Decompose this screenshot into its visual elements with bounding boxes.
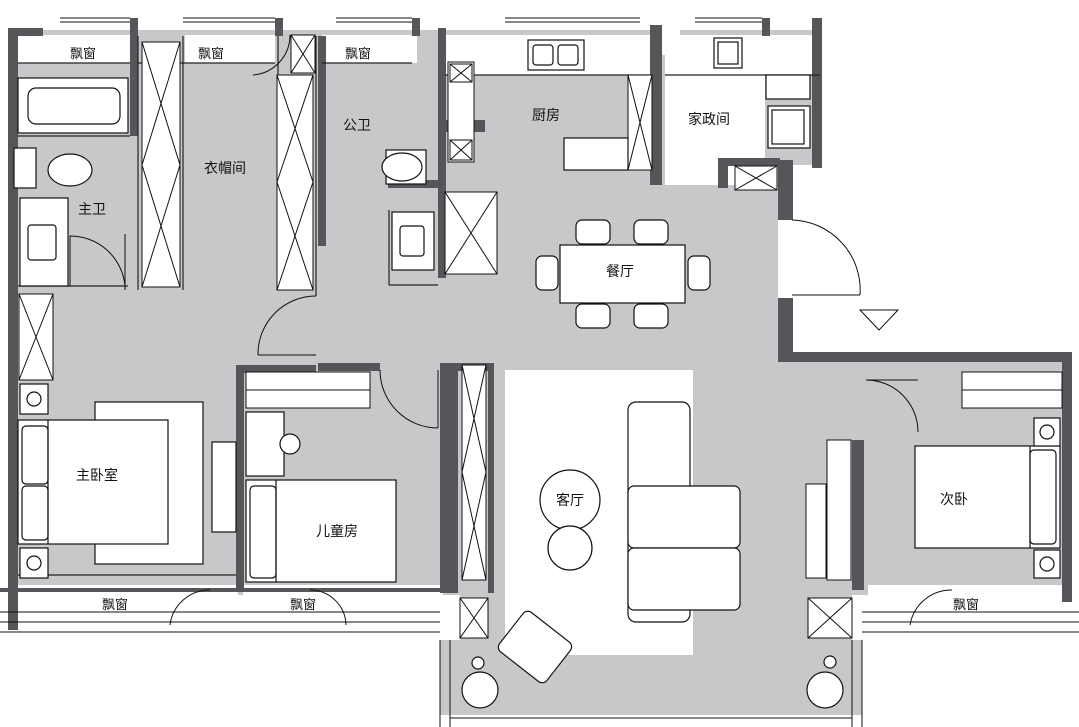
second-bed xyxy=(914,445,1061,549)
label-kids-room: 儿童房 xyxy=(316,523,358,540)
label-bay-window-4: 飘窗 xyxy=(102,597,128,613)
living-furniture xyxy=(461,401,844,709)
label-dining: 餐厅 xyxy=(606,264,634,280)
label-bay-window-6: 飘窗 xyxy=(953,597,979,613)
label-master-bath: 主卫 xyxy=(78,202,106,218)
label-living-room: 客厅 xyxy=(556,492,584,509)
label-kitchen: 厨房 xyxy=(532,108,560,124)
label-bay-window-2: 飘窗 xyxy=(198,46,224,62)
label-public-bath: 公卫 xyxy=(343,118,371,134)
kids-bed xyxy=(245,411,397,583)
cabinets xyxy=(18,34,853,639)
doors xyxy=(69,34,953,626)
label-bay-window-3: 飘窗 xyxy=(345,46,371,62)
wardrobes xyxy=(245,371,1063,579)
label-utility-room: 家政间 xyxy=(688,111,730,128)
lamps xyxy=(19,383,1061,579)
window-labels: 飘窗 飘窗 飘窗 飘窗 飘窗 飘窗 xyxy=(70,46,979,613)
label-cloakroom: 衣帽间 xyxy=(204,161,246,177)
master-bed xyxy=(17,401,237,565)
bottom-windows xyxy=(0,611,1079,727)
label-bay-window-5: 飘窗 xyxy=(290,597,316,613)
label-master-bedroom: 主卧室 xyxy=(76,467,118,484)
room-labels: 主卫 衣帽间 公卫 厨房 家政间 餐厅 主卧室 儿童房 客厅 次卧 xyxy=(76,108,968,540)
dining-set xyxy=(535,219,711,329)
top-windows xyxy=(60,17,762,23)
walls xyxy=(0,18,1072,630)
fixtures xyxy=(13,37,811,287)
label-second-bedroom: 次卧 xyxy=(940,492,968,508)
label-bay-window-1: 飘窗 xyxy=(70,46,96,62)
